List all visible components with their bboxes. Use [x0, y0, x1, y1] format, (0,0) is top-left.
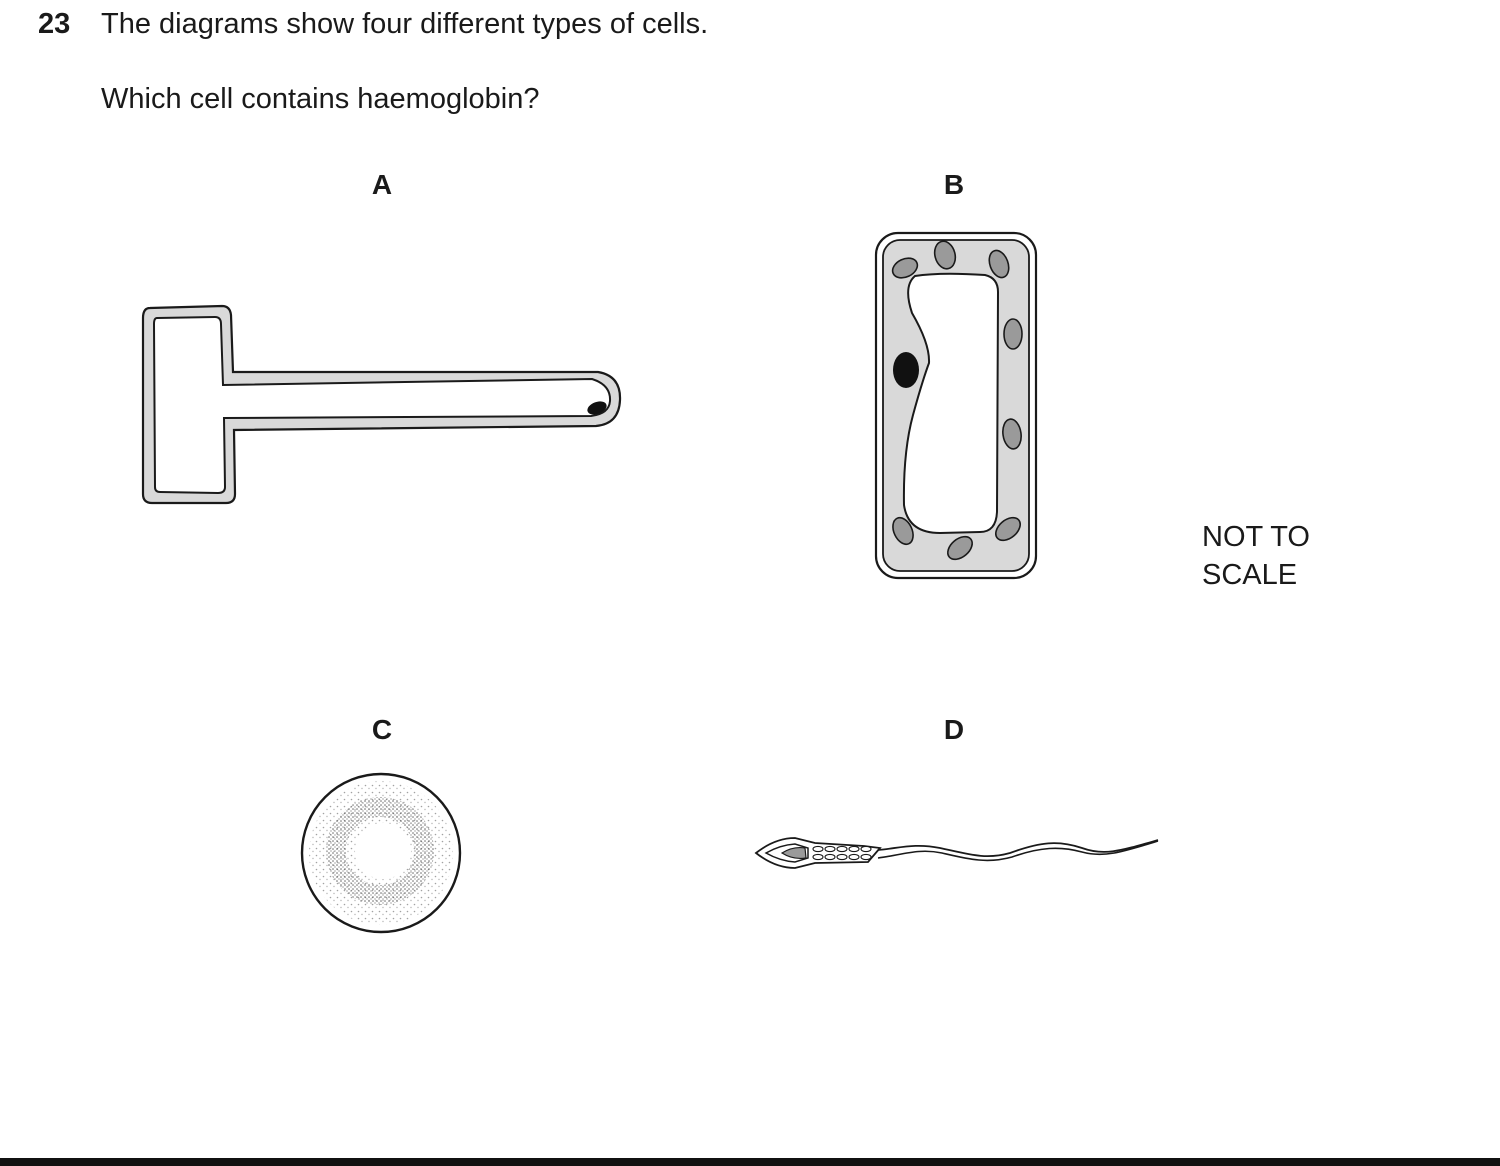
nucleus-b	[893, 352, 919, 388]
option-label-c: C	[371, 714, 393, 745]
option-label-a: A	[371, 169, 393, 200]
scale-note-line1: NOT TO	[1202, 521, 1310, 553]
nucleus-a	[587, 401, 607, 415]
scale-note-line2: SCALE	[1202, 559, 1298, 591]
sperm-cell-d	[754, 837, 1159, 869]
question-number: 23	[38, 8, 71, 40]
red-blood-cell-c	[300, 772, 462, 934]
question-stem: The diagrams show four different types o…	[101, 8, 709, 40]
question-prompt: Which cell contains haemoglobin?	[101, 83, 540, 115]
plant-cell-b	[874, 231, 1038, 580]
not-to-scale-note: NOT TO SCALE	[1202, 518, 1310, 594]
option-label-d: D	[943, 714, 965, 745]
option-label-b: B	[943, 169, 965, 200]
page-footer-bar	[0, 1158, 1500, 1166]
root-hair-cell-a	[141, 304, 622, 505]
chloroplasts-b	[891, 240, 1023, 561]
mitochondria-d	[812, 845, 872, 861]
